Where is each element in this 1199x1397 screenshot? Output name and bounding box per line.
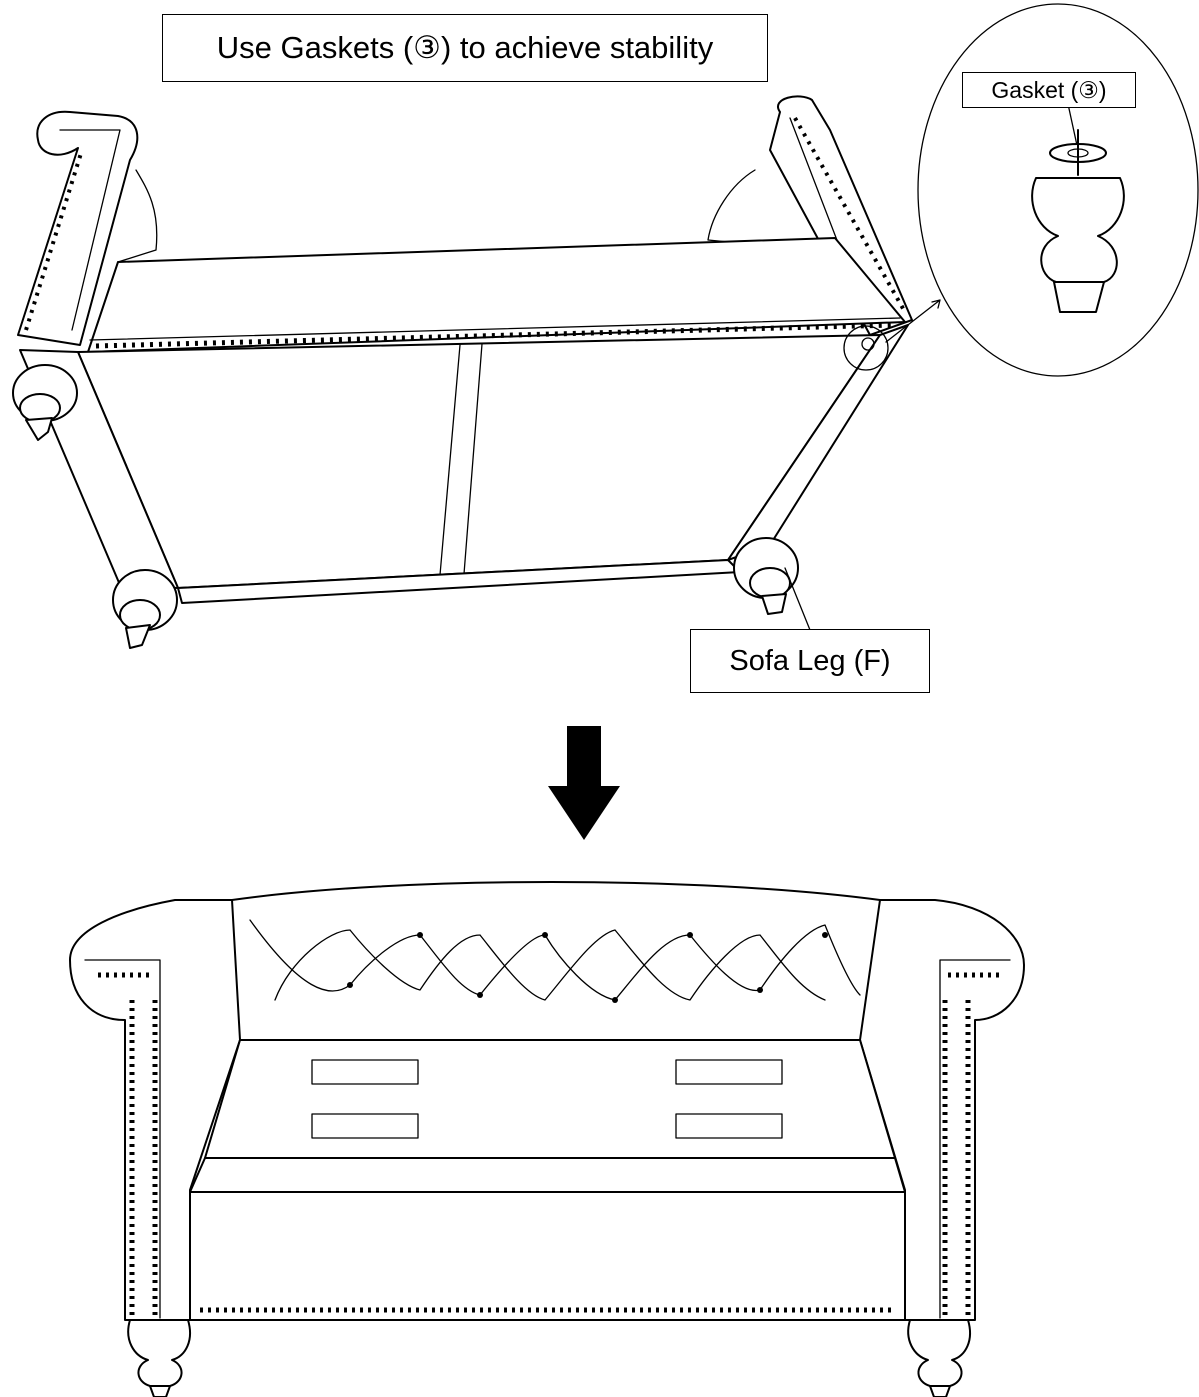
- sofa-left-arm: [69, 899, 241, 1321]
- leg-bottom-right: [733, 537, 799, 615]
- seat-slot: [311, 1113, 419, 1139]
- detail-callout-line: [885, 299, 941, 343]
- gasket-label: Gasket (③): [962, 72, 1136, 108]
- nail-row: [24, 117, 907, 349]
- sofa-right-arm: [859, 899, 1025, 1321]
- sofa-front-panel: [189, 1191, 906, 1321]
- sofa-leg-leader: [784, 567, 811, 631]
- leg-mount-point: [843, 325, 889, 371]
- left-arm: [17, 110, 139, 346]
- sofa-seat: [204, 1039, 896, 1159]
- down-arrow-icon: [548, 726, 620, 840]
- sofa-leg-front-left: [127, 1319, 191, 1397]
- leg-top-left: [12, 364, 78, 441]
- sofa-frame-underside: [12, 95, 913, 649]
- frame-top-rail: [87, 237, 906, 353]
- seat-slot: [311, 1059, 419, 1085]
- gasket-detail: [917, 3, 1199, 377]
- right-arm: [769, 95, 913, 336]
- leg-detail: [1031, 177, 1125, 283]
- tufting: [249, 919, 861, 1003]
- sofa-back: [231, 881, 881, 1041]
- sofa-leg-front-right: [907, 1319, 971, 1397]
- sofa-leg-label: Sofa Leg (F): [690, 629, 930, 693]
- seat-slot: [675, 1059, 783, 1085]
- assembled-sofa: [69, 881, 1025, 1397]
- seat-slot: [675, 1113, 783, 1139]
- instruction-title: Use Gaskets (③) to achieve stability: [162, 14, 768, 82]
- leg-bottom-left: [112, 569, 178, 649]
